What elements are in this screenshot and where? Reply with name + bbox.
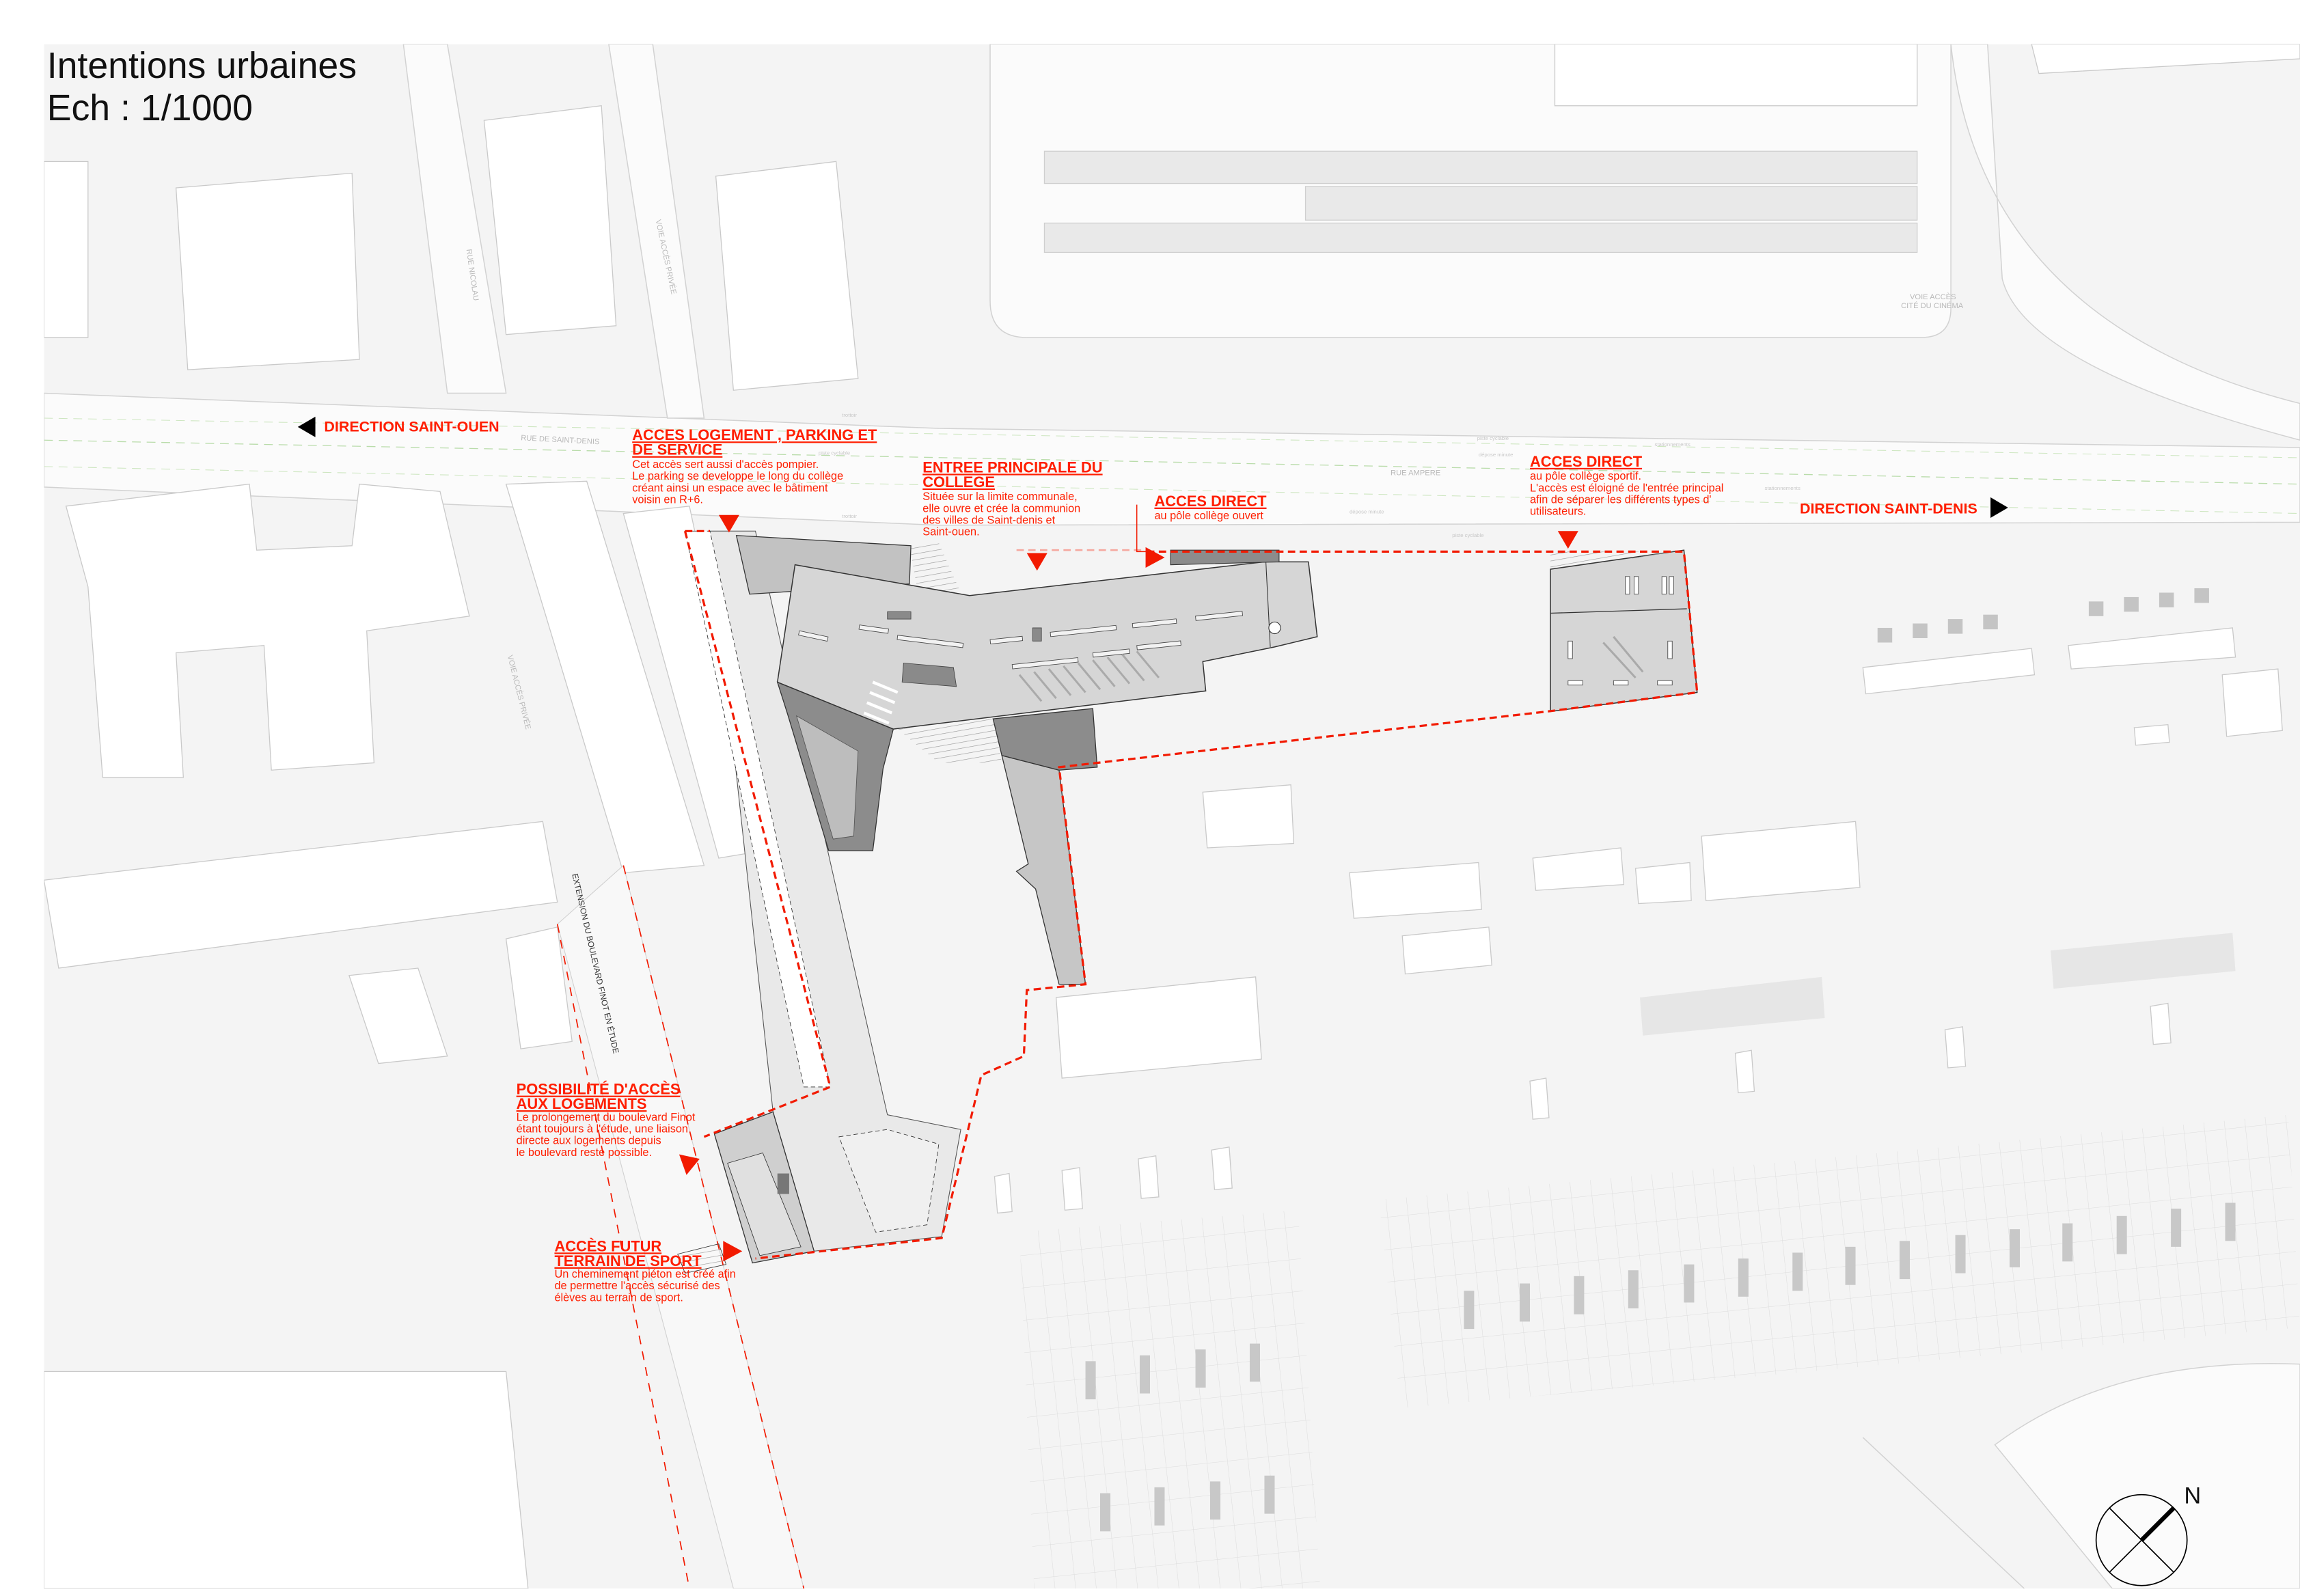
street-rue-saint-denis: RUE DE SAINT-DENIS: [521, 434, 600, 446]
svg-text:TERRAIN DE SPORT: TERRAIN DE SPORT: [554, 1252, 702, 1269]
svg-text:au pôle collège sportif.: au pôle collège sportif.: [1530, 470, 1641, 482]
arrow-acces-logement: [718, 514, 739, 533]
svg-text:Le prolongement du boulevard F: Le prolongement du boulevard Finot: [517, 1111, 696, 1123]
svg-text:elle ouvre et crée la communio: elle ouvre et crée la communion: [922, 502, 1080, 514]
svg-text:Saint-ouen.: Saint-ouen.: [922, 526, 979, 538]
label-trottoir-2: trottoir: [842, 513, 857, 519]
svg-text:ACCES LOGEMENT , PARKING ET: ACCES LOGEMENT , PARKING ET: [632, 426, 877, 443]
label-stationnements-2: stationnements: [1764, 485, 1800, 491]
svg-text:directe aux logements depuis: directe aux logements depuis: [517, 1135, 661, 1147]
svg-text:COLLEGE: COLLEGE: [922, 473, 995, 491]
street-rue-ampere: RUE AMPERE: [1391, 469, 1440, 478]
plan-title: Intentions urbaines: [47, 45, 357, 86]
north-label: N: [2184, 1483, 2201, 1509]
label-depose-1: dépose minute: [1479, 452, 1514, 458]
label-piste-1: piste cyclable: [819, 450, 850, 456]
svg-text:L'accès est éloigné de l'entré: L'accès est éloigné de l'entrée principa…: [1530, 482, 1723, 494]
curved-path-southeast: [1994, 1363, 2300, 1589]
annotation-acces-futur: ACCÈS FUTUR TERRAIN DE SPORT Un cheminem…: [554, 1237, 735, 1304]
north-arrow-icon: [2095, 1494, 2188, 1586]
svg-text:ACCÈS FUTUR: ACCÈS FUTUR: [554, 1237, 661, 1254]
svg-text:au pôle collège ouvert: au pôle collège ouvert: [1154, 510, 1263, 522]
svg-text:ENTREE PRINCIPALE DU: ENTREE PRINCIPALE DU: [922, 458, 1102, 476]
crosswalk: [677, 1243, 727, 1274]
svg-text:Un cheminement piéton est créé: Un cheminement piéton est créé afin: [554, 1268, 735, 1280]
arrow-left-icon: [297, 416, 316, 437]
building-wing-south: [1001, 754, 1086, 985]
svg-text:élèves au terrain de sport.: élèves au terrain de sport.: [554, 1291, 683, 1304]
small-roof-blocks: [1639, 588, 2236, 1036]
building-main-roof: [776, 561, 1318, 730]
annotation-acces-direct-ouvert: ACCES DIRECT au pôle collège ouvert: [1154, 493, 1267, 522]
direction-saint-ouen: DIRECTION SAINT-OUEN: [324, 418, 499, 435]
building-dark-block: [992, 708, 1098, 771]
svg-text:POSSIBILITÉ D'ACCÈS: POSSIBILITÉ D'ACCÈS: [517, 1081, 681, 1098]
svg-text:Cet accès sert aussi d'accès p: Cet accès sert aussi d'accès pompier.: [632, 458, 819, 471]
svg-text:afin de séparer les différents: afin de séparer les différents types d': [1530, 494, 1712, 506]
label-stationnements-1: stationnements: [1654, 441, 1690, 448]
parking-block-north: [989, 43, 2300, 338]
hatched-passage: [897, 719, 1002, 763]
svg-text:utilisateurs.: utilisateurs.: [1530, 506, 1586, 518]
site-boundary: [683, 529, 1699, 1260]
roof-skylights: [798, 611, 1244, 687]
annotation-possibilite-acces: POSSIBILITÉ D'ACCÈS AUX LOGEMENTS Le pro…: [517, 1081, 696, 1159]
sports-field-grid-east: [1378, 1114, 2300, 1409]
grid-markers: [1085, 1202, 2236, 1532]
svg-text:étant toujours à l'étude, une: étant toujours à l'étude, une liaison: [517, 1123, 688, 1135]
arrow-acces-direct-2: [1557, 531, 1578, 549]
svg-text:voisin en R+6.: voisin en R+6.: [632, 494, 703, 506]
svg-text:DE SERVICE: DE SERVICE: [632, 441, 722, 458]
road-rue-de-saint-denis: [43, 392, 2300, 526]
svg-text:AUX LOGEMENTS: AUX LOGEMENTS: [517, 1095, 647, 1112]
building-sports: [1550, 549, 1698, 713]
label-trottoir-1: trottoir: [842, 412, 857, 418]
street-cite-cinema-1: VOIE ACCÈS: [1910, 292, 1956, 301]
svg-text:ACCES DIRECT: ACCES DIRECT: [1154, 493, 1267, 510]
svg-text:des villes de Saint-denis et: des villes de Saint-denis et: [922, 514, 1055, 527]
annotation-entree-principale: ENTREE PRINCIPALE DU COLLEGE Située sur …: [922, 458, 1102, 538]
arrow-right-icon: [1990, 497, 2008, 518]
lower-parking: [838, 1129, 940, 1233]
svg-text:de permettre l'accès sécurisé: de permettre l'accès sécurisé des: [554, 1280, 720, 1292]
svg-text:Le parking se developpe le lon: Le parking se developpe le long du collè…: [632, 470, 843, 482]
arrow-acces-direct-1: [1145, 547, 1165, 568]
direction-saint-denis: DIRECTION SAINT-DENIS: [1800, 501, 1977, 517]
label-piste-2: piste cyclable: [1477, 435, 1509, 441]
annotation-acces-logement: ACCES LOGEMENT , PARKING ET DE SERVICE C…: [632, 426, 877, 506]
svg-text:créant ainsi un espace avec le: créant ainsi un espace avec le bâtiment: [632, 482, 828, 494]
curved-road-cite-cinema: [1950, 43, 2300, 441]
arrow-acces-futur: [723, 1241, 743, 1262]
arrow-entree-principale: [1026, 553, 1048, 571]
svg-text:le boulevard reste possible.: le boulevard reste possible.: [517, 1146, 652, 1159]
street-cite-cinema-2: CITÉ DU CINÉMA: [1901, 301, 1964, 310]
svg-text:ACCES DIRECT: ACCES DIRECT: [1530, 453, 1643, 470]
label-depose-2: dépose minute: [1350, 509, 1384, 515]
building-dark-north: [1170, 549, 1280, 566]
svg-text:Située sur la limite communale: Située sur la limite communale,: [922, 491, 1077, 503]
annotation-acces-direct-sportif: ACCES DIRECT au pôle collège sportif. L'…: [1530, 453, 1723, 518]
label-piste-3: piste cyclable: [1452, 532, 1483, 538]
arrow-possibilite-acces: [679, 1154, 700, 1175]
surrounding-buildings: [43, 105, 2283, 1589]
plan-scale: Ech : 1/1000: [47, 87, 253, 128]
sports-field-grid-west: [1019, 1210, 1321, 1589]
